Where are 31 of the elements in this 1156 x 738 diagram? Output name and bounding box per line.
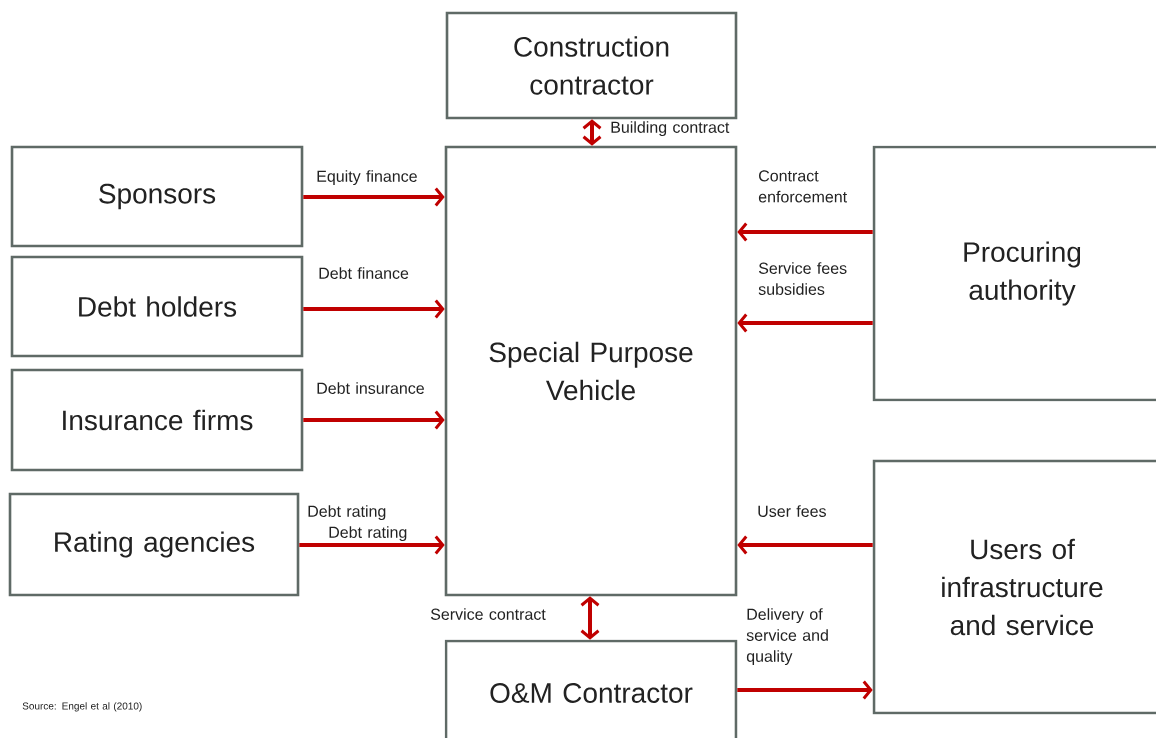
arrow (737, 680, 873, 700)
edge-label: Debt finance (319, 267, 409, 279)
edge-label: Building contract (611, 121, 730, 137)
edge-label: Debt rating (308, 505, 386, 521)
edge-label: Contract enforcement (758, 170, 847, 203)
arrow (303, 299, 445, 319)
arrow (737, 313, 873, 333)
arrow (737, 535, 873, 555)
process-box: Debt holders (10, 255, 304, 358)
process-box: Users of infrastructure and service (872, 459, 1156, 715)
edge-label: Service fees subsidies (758, 262, 847, 295)
edge-label: Debt insurance (317, 382, 424, 394)
process-box: Construction contractor (445, 11, 738, 120)
edge-label: Service contract (430, 608, 546, 620)
arrow (737, 222, 873, 242)
arrow (303, 187, 445, 207)
text-label: Debt rating (329, 526, 407, 542)
process-box: Special Purpose Vehicle (444, 145, 738, 597)
arrow (582, 119, 602, 146)
process-box: Insurance firms (10, 368, 304, 472)
arrow (299, 535, 445, 555)
process-box: Rating agencies (8, 492, 300, 597)
process-box: Procuring authority (872, 145, 1156, 402)
edge-label: Equity finance (317, 170, 417, 186)
process-box: O&M Contractor (444, 639, 738, 738)
process-box: Sponsors (10, 145, 304, 248)
edge-label: User fees (758, 505, 826, 517)
edge-label: Delivery of service and quality (746, 608, 828, 666)
arrow (580, 596, 600, 640)
source-note: Source: Engel et al (2010) (22, 702, 142, 712)
arrow (303, 410, 445, 430)
